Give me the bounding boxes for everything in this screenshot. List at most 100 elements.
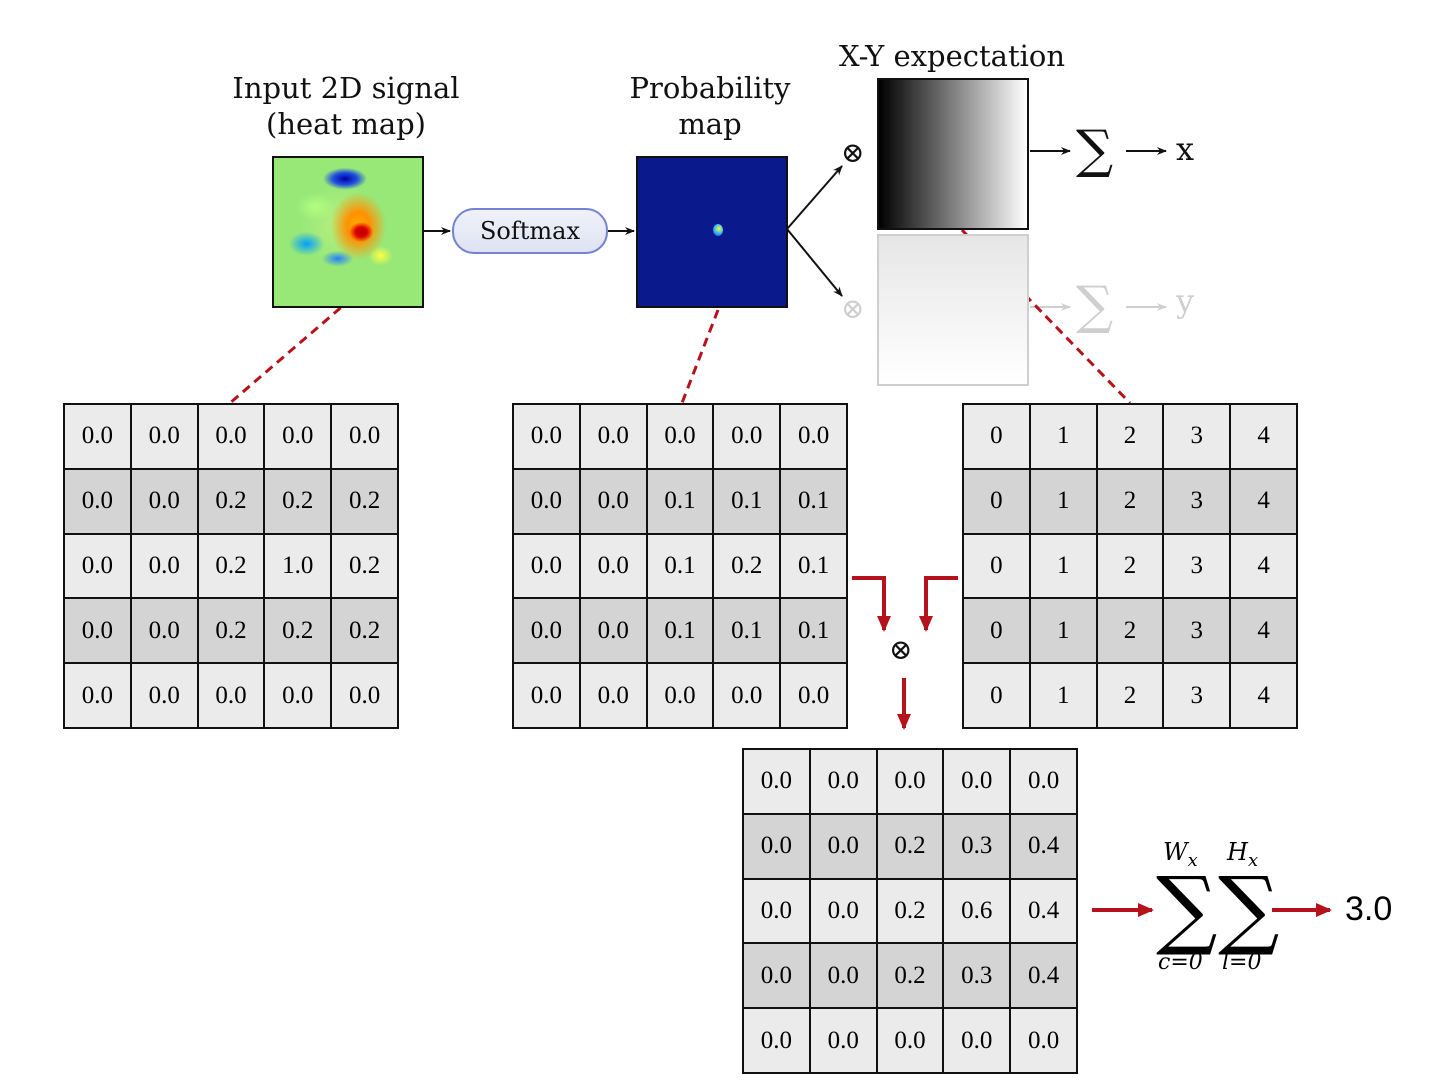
prob-title-line1: Probability: [629, 71, 791, 105]
grid-cell: 3: [1162, 403, 1232, 470]
grid-cell: 0.2: [330, 467, 399, 535]
grid-cell: 0.0: [808, 1007, 878, 1074]
grid-cell: 0.0: [742, 942, 811, 1010]
sum-c-symbol: ∑: [1156, 859, 1218, 959]
grid-cell: 3: [1162, 532, 1232, 600]
grid-cell: 0: [962, 532, 1031, 600]
grid-cell: 0.0: [578, 532, 648, 600]
grid-cell: 2: [1095, 403, 1165, 470]
grid-cell: 0.0: [742, 877, 811, 945]
input-title-line1: Input 2D signal: [232, 71, 460, 105]
grid-cell: 0.2: [330, 597, 399, 665]
grid-cell: 0.1: [712, 597, 782, 665]
grid-cell: 0.0: [129, 532, 199, 600]
grid-cell: 0.0: [742, 748, 811, 815]
grid-cell: 4: [1229, 467, 1298, 535]
grid-cell: 1: [1028, 597, 1098, 665]
grid-cell: 0.0: [129, 403, 199, 470]
grid-cell: 0.0: [875, 748, 945, 815]
y-expectation-gradient: [877, 234, 1029, 386]
grid-cell: 0.0: [942, 748, 1012, 815]
wx-subscript: x: [1187, 849, 1198, 871]
probability-peak: [713, 224, 723, 236]
x-expectation-gradient: [877, 78, 1029, 230]
y-output-label: y: [1176, 282, 1195, 320]
grid-cell: 0.1: [645, 532, 715, 600]
grid-cell: 0.0: [779, 662, 848, 729]
sum-l-symbol: ∑: [1218, 859, 1280, 959]
grid-cell: 0.0: [712, 662, 782, 729]
grid-cell: 0.2: [263, 467, 333, 535]
grid-cell: 0.0: [808, 812, 878, 880]
prob-title-line2: map: [678, 107, 742, 141]
grid-cell: 0.2: [196, 597, 266, 665]
grid-cell: 0.0: [129, 662, 199, 729]
grid-cell: 3: [1162, 467, 1232, 535]
grid-cell: 0.0: [808, 748, 878, 815]
grid-cell: 0: [962, 597, 1031, 665]
grid-cell: 4: [1229, 662, 1298, 729]
grid-cell: 0.0: [808, 877, 878, 945]
grid-cell: 2: [1095, 467, 1165, 535]
x-output-label: x: [1176, 130, 1195, 168]
softmax-node: Softmax: [452, 208, 608, 254]
prob-title: Probability map: [610, 70, 810, 142]
grid-cell: 0.0: [742, 812, 811, 880]
grid-cell: 0.2: [330, 532, 399, 600]
probability-map-image: [636, 156, 788, 308]
grid-cell: 0.6: [942, 877, 1012, 945]
grid-cell: 0.0: [129, 597, 199, 665]
grid-cell: 0.0: [263, 403, 333, 470]
input-title-line2: (heat map): [266, 107, 426, 141]
grid-cell: 0.1: [779, 597, 848, 665]
input-heatmap-image: [272, 156, 424, 308]
grid-cell: 0.3: [942, 812, 1012, 880]
grid-cell: 0.1: [712, 467, 782, 535]
grid-cell: 0.1: [779, 467, 848, 535]
grid-cell: 0.4: [1009, 942, 1078, 1010]
grid-cell: 0.2: [712, 532, 782, 600]
grid-cell: 0.0: [779, 403, 848, 470]
grid-cell: 0.0: [1009, 748, 1078, 815]
arrow-probmap-to-otimes-y: [786, 228, 843, 297]
grid-cell: 0.0: [645, 403, 715, 470]
grid-cell: 0.0: [712, 403, 782, 470]
grid-cell: 0.0: [512, 662, 581, 729]
grid-cell: 0: [962, 403, 1031, 470]
grid-cell: 0.0: [578, 467, 648, 535]
grid-cell: 0.2: [196, 467, 266, 535]
hx-subscript: x: [1247, 849, 1259, 871]
dashed-link-probmap: [680, 309, 720, 404]
dashed-link-gradx: [960, 228, 1132, 405]
grid-cell: 0.0: [63, 597, 132, 665]
grid-cell: 0.0: [578, 662, 648, 729]
grid-cell: 2: [1095, 662, 1165, 729]
grid-cell: 0.0: [63, 662, 132, 729]
grid-cell: 0.0: [512, 467, 581, 535]
hx-letter: H: [1227, 838, 1248, 866]
arrow-probmap-to-otimes-x: [786, 165, 843, 230]
grid-cell: 0.0: [645, 662, 715, 729]
grid-cell: 0.0: [1009, 1007, 1078, 1074]
result-value: 3.0: [1345, 890, 1393, 928]
grid-cell: 0.0: [742, 1007, 811, 1074]
grid-cell: 0.0: [63, 467, 132, 535]
grid-cell: 0.0: [512, 403, 581, 470]
sum-x-symbol: ∑: [1076, 120, 1114, 180]
grid-cell: 3: [1162, 597, 1232, 665]
grid-cell: 0.4: [1009, 812, 1078, 880]
grid-cell: 0.0: [578, 597, 648, 665]
grid-cell: 0.0: [875, 1007, 945, 1074]
grid-cell: 4: [1229, 532, 1298, 600]
